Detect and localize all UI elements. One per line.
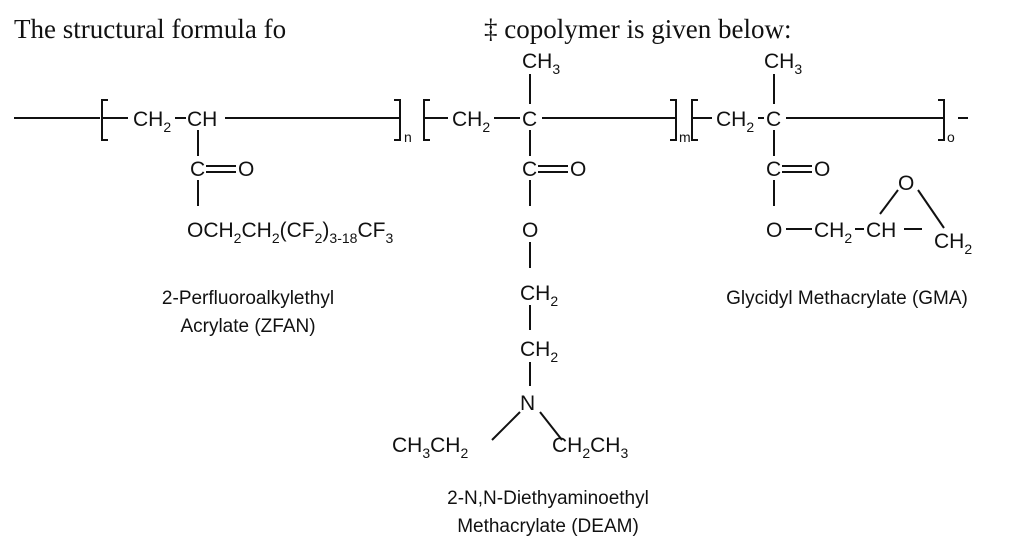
gma-epoxide-o: O [898,172,914,195]
deam-ch2-b: CH2 [520,338,558,365]
gma-epoxide-ch: CH [866,219,896,242]
gma-quaternary-c: C [766,108,781,131]
deam-carbonyl-o: O [570,158,586,181]
gma-epoxide-bond-left [879,189,899,215]
gma-carbonyl-o: O [814,158,830,181]
repeat-subscript-m: m [679,129,691,145]
caption-part2: ‡ copolymer is given below: [484,14,791,44]
deam-close-bracket [670,99,677,141]
zfan-carbonyl-c: C [190,158,205,181]
gma-ester-o: O [766,219,782,242]
deam-methyl: CH3 [522,50,560,77]
deam-ch2-a: CH2 [520,282,558,309]
repeat-subscript-n: n [404,129,412,145]
deam-nitrogen: N [520,392,535,415]
zfan-repeat-unit: CH2 CH n C O OCH2CH2(CF2)3-18CF3 2-Perfl… [101,99,412,337]
gma-ch2: CH2 [814,219,852,246]
deam-name-line1: 2-N,N-Diethyaminoethyl [447,488,649,509]
deam-ester-o: O [522,219,538,242]
gma-epoxide-ch2: CH2 [934,230,972,257]
gma-epoxide-bond-right [917,189,945,229]
zfan-name-line2: Acrylate (ZFAN) [180,316,315,337]
deam-ch2-label: CH2 [452,108,490,135]
gma-methyl: CH3 [764,50,802,77]
zfan-ch-label: CH [187,108,217,131]
repeat-subscript-o: o [947,129,955,145]
deam-name-line2: Methacrylate (DEAM) [457,516,639,537]
deam-n-ethyl-bond-right [539,411,563,441]
zfan-open-bracket [101,99,108,141]
deam-open-bracket [423,99,430,141]
gma-open-bracket [691,99,698,141]
deam-ethyl-right: CH2CH3 [552,434,628,461]
deam-quaternary-c: C [522,108,537,131]
caption-part1: The structural formula fo [14,14,286,44]
deam-carbonyl-c: C [522,158,537,181]
gma-ch2-label: CH2 [716,108,754,135]
zfan-ch2-label: CH2 [133,108,171,135]
zfan-carbonyl-o: O [238,158,254,181]
gma-close-bracket [938,99,945,141]
deam-repeat-unit: CH2 C m CH3 C O O CH2 CH2 N CH3CH2 CH2CH… [392,50,691,537]
zfan-name-line1: 2-Perfluoroalkylethyl [162,288,334,309]
gma-name-line1: Glycidyl Methacrylate (GMA) [726,288,968,309]
deam-n-ethyl-bond-left [491,411,521,441]
gma-repeat-unit: CH2 C o CH3 C O O CH2 CH CH2 O Glycidyl … [691,50,972,309]
zfan-ester-chain: OCH2CH2(CF2)3-18CF3 [187,219,393,246]
deam-ethyl-left: CH3CH2 [392,434,468,461]
zfan-close-bracket [394,99,401,141]
gma-carbonyl-c: C [766,158,781,181]
